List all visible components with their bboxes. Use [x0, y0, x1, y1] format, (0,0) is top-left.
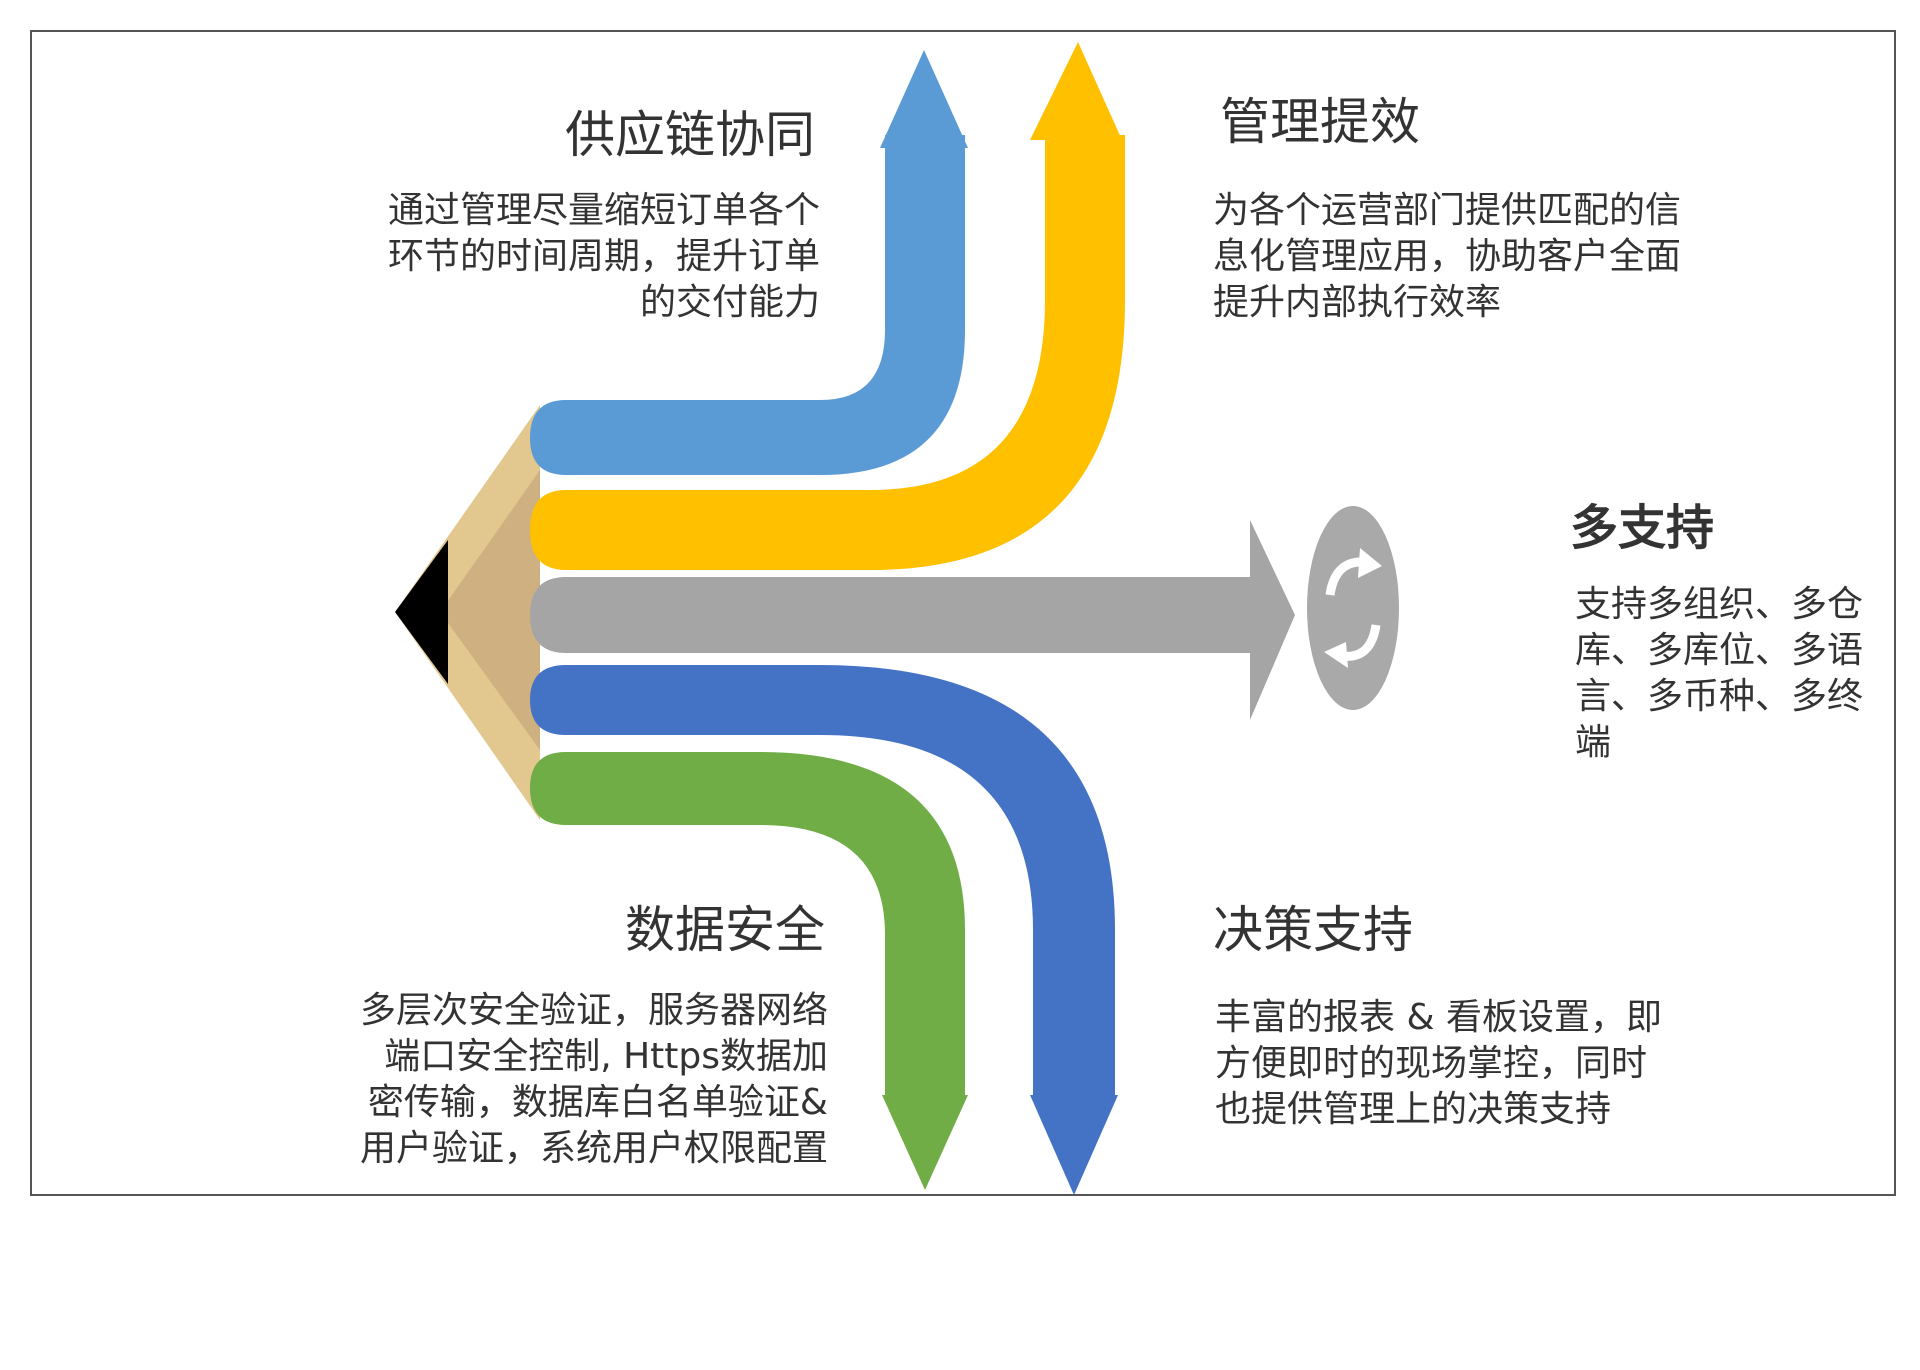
- supply-chain-line: 通过管理尽量缩短订单各个: [387, 190, 820, 231]
- multi-support-description: 支持多组织、多仓 库、多库位、多语 言、多币种、多终 端: [1575, 582, 1895, 766]
- multi-band-body: [530, 577, 1255, 653]
- decision-arrowhead: [1030, 1095, 1118, 1195]
- multi-support-line: 言、多币种、多终: [1575, 676, 1864, 717]
- refresh-icon: [1307, 506, 1399, 710]
- supply-chain-title: 供应链协同: [565, 106, 815, 164]
- management-band-body: [530, 135, 1125, 570]
- security-line: 多层次安全验证，服务器网络: [359, 990, 828, 1031]
- pencil-wood-shade: [440, 470, 540, 750]
- decision-band-body: [530, 665, 1115, 1095]
- management-description: 为各个运营部门提供匹配的信 息化管理应用，协助客户全面 提升内部执行效率: [1213, 188, 1733, 326]
- decision-line: 丰富的报表 & 看板设置，即: [1215, 997, 1662, 1038]
- management-title: 管理提效: [1220, 93, 1420, 151]
- security-line: 端口安全控制, Https数据加: [384, 1036, 828, 1077]
- pencil-icon: [395, 405, 540, 820]
- security-title: 数据安全: [625, 901, 825, 959]
- decision-title: 决策支持: [1213, 901, 1413, 959]
- management-line: 为各个运营部门提供匹配的信: [1213, 190, 1682, 231]
- decision-description: 丰富的报表 & 看板设置，即 方便即时的现场掌控，同时 也提供管理上的决策支持: [1215, 995, 1735, 1133]
- management-line: 息化管理应用，协助客户全面: [1213, 236, 1682, 277]
- supply-band-body: [530, 135, 965, 475]
- supply-chain-line: 环节的时间周期，提升订单: [387, 236, 820, 277]
- supply-arrowhead: [880, 50, 968, 148]
- pencil-lead: [395, 540, 448, 684]
- multi-support-line: 端: [1575, 722, 1612, 763]
- decision-line: 也提供管理上的决策支持: [1215, 1089, 1612, 1130]
- security-description: 多层次安全验证，服务器网络 端口安全控制, Https数据加 密传输，数据库白名…: [300, 988, 828, 1172]
- decision-line: 方便即时的现场掌控，同时: [1215, 1043, 1648, 1084]
- security-line: 密传输，数据库白名单验证&: [367, 1082, 828, 1123]
- security-line: 用户验证，系统用户权限配置: [359, 1128, 828, 1169]
- multi-support-line: 支持多组织、多仓: [1575, 584, 1864, 625]
- supply-chain-description: 通过管理尽量缩短订单各个 环节的时间周期，提升订单 的交付能力: [330, 188, 820, 326]
- management-line: 提升内部执行效率: [1213, 282, 1502, 323]
- supply-chain-line: 的交付能力: [639, 282, 820, 323]
- multi-support-line: 库、多库位、多语: [1575, 630, 1864, 671]
- security-arrowhead: [882, 1095, 968, 1190]
- multi-support-title: 多支持: [1570, 500, 1715, 556]
- management-arrowhead: [1030, 42, 1122, 140]
- security-band-body: [530, 752, 965, 1095]
- multi-arrowhead: [1250, 520, 1295, 720]
- diagram-frame: [30, 30, 1896, 1196]
